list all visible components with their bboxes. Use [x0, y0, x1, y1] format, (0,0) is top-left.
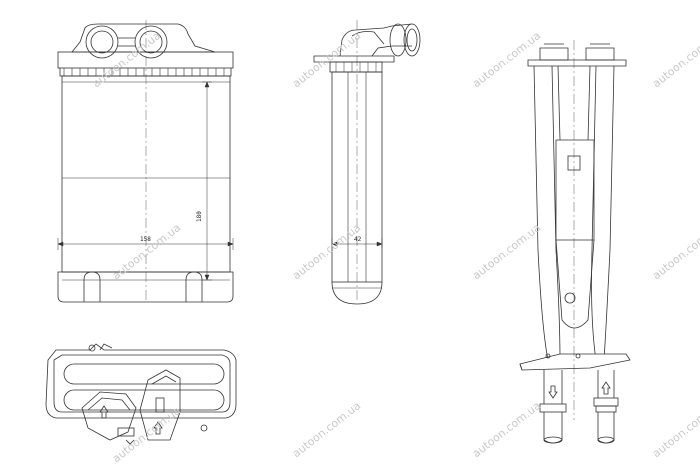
front-top-outlets: [71, 23, 216, 59]
plan-outlets: [81, 369, 181, 445]
front-top-tank: [57, 51, 234, 69]
section-view: [519, 40, 631, 444]
side-view: [313, 20, 421, 305]
dim-width: [57, 238, 234, 250]
dim-width-label: 158: [140, 236, 151, 243]
dim-height: [202, 81, 212, 281]
section-top: [527, 43, 627, 67]
section-flange: [519, 353, 631, 371]
dim-height-label: 180: [196, 211, 203, 222]
plan-view: [45, 343, 237, 445]
dim-depth-label: 42: [354, 236, 362, 243]
side-outlets: [339, 23, 421, 57]
section-outlets: [539, 370, 619, 444]
dim-depth: [331, 238, 383, 248]
front-view: [57, 20, 234, 303]
